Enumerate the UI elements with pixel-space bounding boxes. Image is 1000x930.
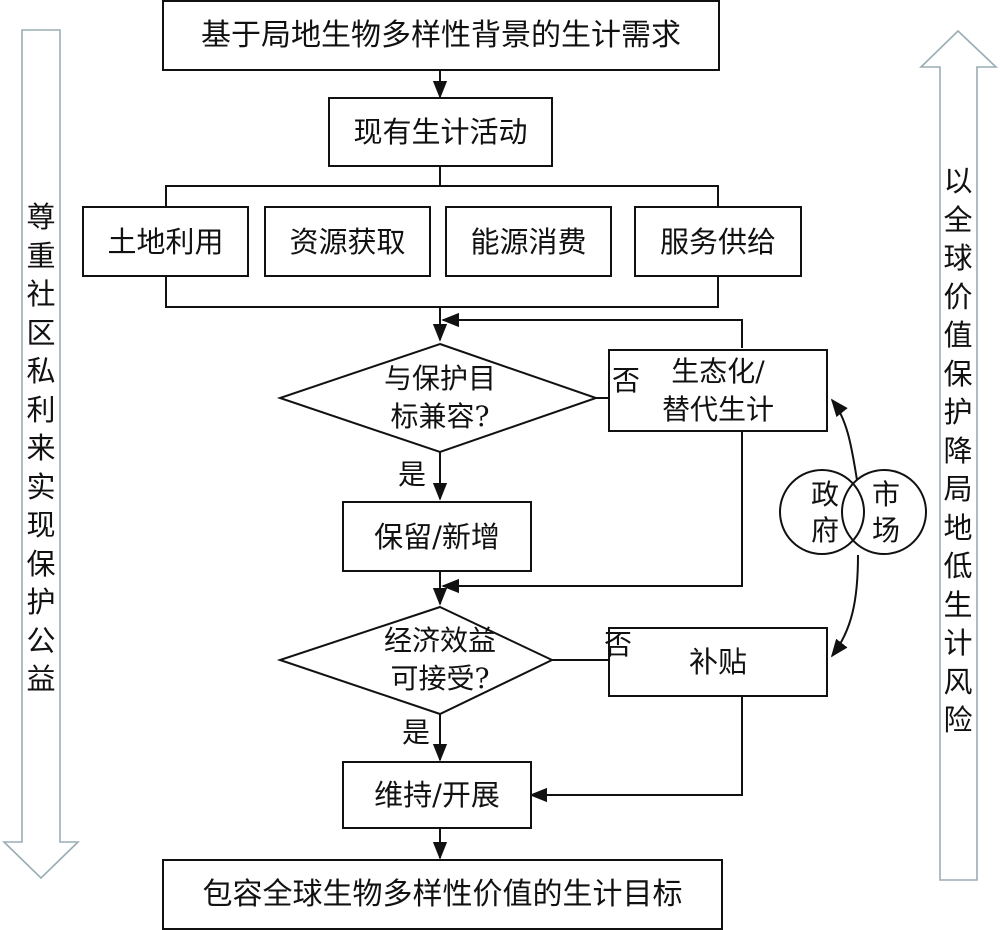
- decision2-no-label: 否: [604, 628, 633, 661]
- decision1-line2: 标兼容?: [390, 400, 490, 433]
- edge-actors-ecoalt: [830, 398, 858, 481]
- government-circle: [779, 469, 865, 555]
- category-services: 服务供给: [634, 206, 802, 277]
- split-bar-top: [165, 185, 719, 206]
- edge-ecoalt-return: [441, 312, 743, 348]
- decision1-text: 与保护目 标兼容?: [360, 360, 520, 436]
- government-label: 政府: [810, 478, 839, 547]
- goal-node: 包容全球生物多样性价值的生计目标: [162, 859, 723, 930]
- decision1-shape: [276, 342, 600, 454]
- category-energy: 能源消费: [445, 206, 612, 277]
- decision2-line1: 经济效益: [383, 624, 496, 657]
- decision1-no-label: 否: [612, 364, 641, 397]
- left-arrow-text: 尊重社区私利来实现保护公益: [26, 200, 56, 696]
- start-node: 基于局地生物多样性背景的生计需求: [162, 0, 720, 71]
- subsidy-node: 补贴: [608, 627, 828, 697]
- decision2-yes-label: 是: [402, 716, 431, 749]
- eco-alternative-line1: 生态化/: [671, 354, 765, 388]
- current-activities-node: 现有生计活动: [328, 97, 553, 167]
- merge-bar-bottom: [165, 276, 719, 308]
- right-side-arrow: [919, 29, 999, 881]
- category-land-use: 土地利用: [82, 206, 249, 277]
- decision1-line1: 与保护目: [383, 362, 496, 395]
- edge-actors-subsidy: [830, 554, 859, 658]
- decision2-line2: 可接受?: [390, 662, 490, 695]
- edge-subsidy-maintain: [529, 696, 743, 803]
- market-circle: [841, 469, 927, 555]
- eco-alternative-line2: 替代生计: [661, 392, 774, 426]
- decision2-shape: [276, 605, 555, 716]
- decision2-text: 经济效益 可接受?: [360, 622, 520, 698]
- edge-ecoalt-to-decision2: [441, 432, 743, 594]
- right-arrow-text: 以全球价值保护降局地低生计风险: [943, 164, 973, 737]
- decision1-yes-label: 是: [398, 458, 427, 491]
- maintain-node: 维持/开展: [342, 761, 532, 829]
- left-side-arrow: [2, 29, 80, 880]
- market-label: 市场: [871, 478, 900, 547]
- eco-alternative-box: 生态化/ 替代生计: [608, 349, 828, 432]
- category-resource-access: 资源获取: [264, 206, 431, 277]
- keep-add-node: 保留/新增: [342, 501, 532, 572]
